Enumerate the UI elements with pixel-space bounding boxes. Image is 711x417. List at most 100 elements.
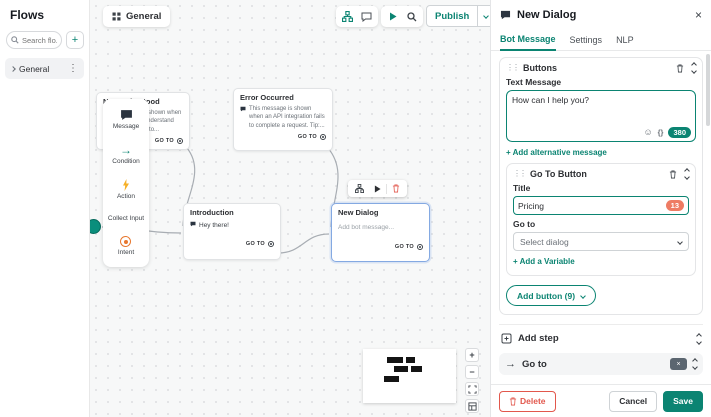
test-dialog-button[interactable] (368, 180, 386, 197)
chevron-up-icon (692, 358, 698, 364)
drag-handle-icon[interactable]: ⋮⋮ (506, 63, 520, 72)
add-button-button[interactable]: Add button (9) (506, 285, 597, 306)
minimap-toggle-button[interactable] (465, 399, 479, 413)
chevron-down-icon (696, 338, 702, 345)
canvas-tab-general[interactable]: General (103, 6, 171, 27)
sidebar-item-general[interactable]: General ⋮ (5, 58, 84, 79)
node-body: Hey there! (199, 222, 229, 229)
goto-label: GO TO (154, 138, 174, 145)
tab-nlp[interactable]: NLP (616, 35, 634, 45)
comments-button[interactable] (357, 7, 376, 26)
preview-toolbar (381, 6, 423, 27)
goto-port[interactable] (268, 241, 274, 248)
message-bubble-icon (240, 106, 246, 112)
palette-item-message[interactable]: Message (113, 109, 139, 131)
collapse-button-card-button[interactable] (684, 168, 690, 180)
panel-footer: Delete Cancel Save (491, 384, 711, 417)
chevron-down-icon (677, 238, 683, 245)
add-alternative-link[interactable]: + Add alternative message (506, 148, 607, 157)
message-bubble-icon (120, 109, 133, 121)
publish-split-button: Publish (426, 5, 490, 27)
target-icon (120, 236, 132, 248)
close-icon[interactable]: × (694, 7, 702, 22)
delete-dialog-button[interactable]: Delete (499, 390, 556, 412)
add-flow-button[interactable]: + (66, 31, 84, 49)
button-title-input[interactable] (518, 200, 662, 211)
node-error-occurred[interactable]: Error Occurred This message is shown whe… (233, 88, 333, 151)
flow-search-box[interactable] (6, 31, 62, 49)
cancel-button[interactable]: Cancel (609, 390, 658, 412)
delete-node-button[interactable] (387, 180, 405, 197)
zoom-search-button[interactable] (402, 7, 421, 26)
minimap[interactable] (363, 349, 456, 403)
goto-port[interactable] (417, 244, 423, 251)
search-icon (406, 11, 417, 22)
kebab-menu-icon[interactable]: ⋮ (68, 63, 78, 74)
node-new-dialog[interactable]: New Dialog Add bot message... GO TO (331, 203, 430, 262)
zoom-in-button[interactable]: + (465, 348, 479, 362)
palette-item-collect-input[interactable]: Collect Input (108, 213, 144, 223)
expand-add-step-button[interactable] (696, 332, 702, 345)
chevron-right-icon (10, 65, 16, 72)
minimap-node (411, 366, 422, 372)
text-message-label: Text Message (506, 77, 562, 87)
publish-dropdown-button[interactable] (477, 6, 490, 26)
add-variable-link[interactable]: + Add a Variable (513, 257, 575, 266)
sitemap-icon (342, 11, 353, 22)
variable-braces-icon[interactable]: {} (657, 127, 664, 137)
expand-go-to-button[interactable] (692, 358, 698, 370)
fit-view-button[interactable] (465, 382, 479, 396)
chevron-up-icon (696, 332, 702, 339)
node-action-toolbar (348, 180, 407, 197)
connect-button[interactable] (350, 180, 368, 197)
node-title: Introduction (190, 208, 234, 217)
flow-start-port[interactable] (90, 219, 101, 234)
tab-settings[interactable]: Settings (569, 35, 603, 45)
flow-view-button[interactable] (338, 7, 357, 26)
tab-bot-message[interactable]: Bot Message (500, 29, 556, 51)
delete-section-button[interactable] (676, 64, 684, 73)
select-dialog-dropdown[interactable]: Select dialog (513, 232, 689, 251)
trash-icon (509, 397, 517, 406)
save-button[interactable]: Save (663, 390, 703, 412)
panel-tabs: Bot Message Settings NLP (491, 29, 711, 51)
panel-scrollbar[interactable] (706, 54, 710, 126)
condition-arrow-icon: → (120, 142, 132, 157)
add-button-label: Add button (9) (517, 290, 576, 301)
delete-button-card-button[interactable] (669, 170, 677, 179)
flow-item-label: General (19, 63, 50, 74)
publish-button[interactable]: Publish (435, 10, 470, 22)
palette-item-condition[interactable]: → Condition (112, 144, 139, 166)
trash-icon (392, 184, 400, 193)
collapse-section-button[interactable] (691, 62, 697, 74)
flow-search-input[interactable] (22, 35, 57, 45)
title-char-count-badge: 13 (665, 200, 684, 211)
go-to-row[interactable]: → Go to × (499, 353, 703, 375)
emoji-icon[interactable]: ☺ (643, 127, 653, 137)
flow-canvas[interactable]: General Publish Not Understood This mess… (90, 0, 490, 417)
clear-goto-badge[interactable]: × (670, 358, 687, 370)
palette-item-label: Collect Input (107, 215, 145, 223)
chevron-down-icon (692, 364, 698, 370)
node-introduction[interactable]: Introduction Hey there! GO TO (183, 203, 281, 260)
palette-item-label: Action (116, 192, 136, 200)
zoom-out-button[interactable]: − (465, 365, 479, 379)
play-button[interactable] (383, 7, 402, 26)
goto-port[interactable] (177, 138, 183, 145)
chevron-down-icon (684, 174, 690, 180)
palette-item-intent[interactable]: Intent (118, 236, 134, 257)
step-palette: Message → Condition Action Collect Input… (103, 99, 149, 267)
add-step-icon (501, 333, 512, 344)
palette-item-label: Message (112, 123, 140, 130)
add-step-row[interactable]: Add step (499, 324, 703, 351)
text-message-input[interactable]: How can I help you? ☺ {} 380 (506, 90, 696, 142)
goto-port[interactable] (320, 134, 326, 141)
palette-item-action[interactable]: Action (116, 178, 136, 201)
minimap-node (394, 366, 408, 372)
panel-body: ⋮⋮ Buttons Text Message How can I help y… (491, 51, 711, 384)
arrow-right-icon: → (505, 357, 516, 370)
add-step-label: Add step (518, 333, 559, 344)
drag-handle-icon[interactable]: ⋮⋮ (513, 169, 527, 178)
title-label: Title (513, 183, 531, 193)
search-icon (11, 36, 19, 44)
